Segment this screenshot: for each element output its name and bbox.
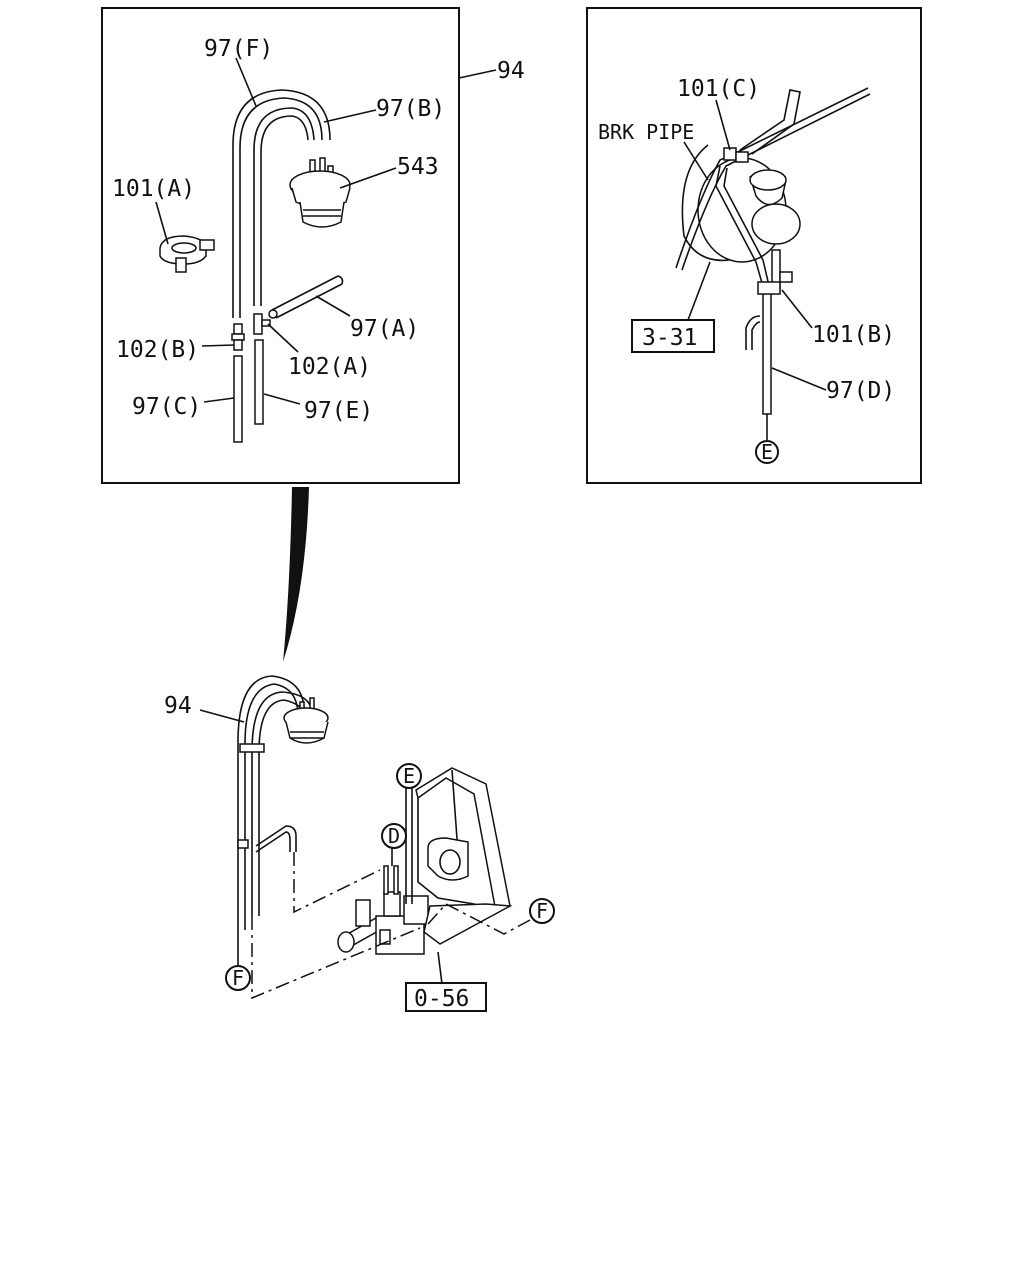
svg-text:D: D bbox=[388, 824, 400, 848]
solenoid-valve bbox=[337, 865, 429, 955]
clip-101a bbox=[159, 235, 215, 273]
vacuum-valve-main bbox=[283, 697, 329, 744]
brake-pipe bbox=[675, 87, 871, 271]
callout-97f: 97(F) bbox=[204, 36, 273, 62]
hose-97e bbox=[254, 339, 264, 425]
hose-97c bbox=[233, 355, 243, 443]
svg-text:F: F bbox=[536, 899, 548, 923]
callout-102a: 102(A) bbox=[288, 354, 371, 380]
callout-97e: 97(E) bbox=[304, 398, 373, 424]
hose-97a bbox=[271, 275, 344, 319]
callout-101b: 101(B) bbox=[812, 322, 895, 348]
callout-543: 543 bbox=[397, 154, 439, 180]
ref-box-0-56 bbox=[405, 982, 487, 1012]
mounting-bracket bbox=[415, 767, 513, 945]
brake-booster bbox=[681, 144, 801, 263]
connector-e-right bbox=[755, 440, 779, 464]
detail-pointer bbox=[283, 487, 309, 662]
callout-94-main: 94 bbox=[164, 693, 192, 719]
connector-e-main bbox=[396, 763, 422, 789]
main-assembly: 94 E D F F 0-56 bbox=[164, 675, 555, 1012]
vacuum-valve-543 bbox=[289, 157, 351, 228]
hose-97f bbox=[232, 89, 331, 318]
clip-101c bbox=[723, 147, 749, 163]
detail-box-hoses: 97(F) 97(B) 543 101(A) 97(A) 102(B) 102(… bbox=[101, 7, 497, 484]
connector-d-main bbox=[381, 823, 407, 849]
svg-text:E: E bbox=[403, 764, 415, 788]
callout-101a: 101(A) bbox=[112, 176, 195, 202]
connector-102a bbox=[253, 313, 271, 335]
callout-brk-pipe: BRK PIPE bbox=[598, 120, 694, 144]
connector-f-right bbox=[529, 898, 555, 924]
connector-102b bbox=[231, 323, 245, 351]
callout-97c: 97(C) bbox=[132, 394, 201, 420]
ref-0-56: 0-56 bbox=[414, 986, 469, 1012]
callout-97d: 97(D) bbox=[826, 378, 895, 404]
ref-box-3-31 bbox=[631, 319, 715, 353]
hose-97d bbox=[715, 165, 771, 291]
clip-101b bbox=[757, 271, 793, 295]
detail-box-brake: 101(C) BRK PIPE 101(B) 97(D) 3-31 E bbox=[586, 7, 922, 484]
callout-102b: 102(B) bbox=[116, 337, 199, 363]
svg-text:E: E bbox=[761, 440, 773, 464]
callout-94-top: 94 bbox=[497, 58, 525, 84]
callout-101c: 101(C) bbox=[677, 76, 760, 102]
connector-f-left bbox=[225, 965, 251, 991]
callout-97a: 97(A) bbox=[350, 316, 419, 342]
svg-text:F: F bbox=[232, 966, 244, 990]
ref-3-31: 3-31 bbox=[642, 325, 697, 351]
callout-97b: 97(B) bbox=[376, 96, 445, 122]
hose-97b bbox=[253, 107, 315, 306]
